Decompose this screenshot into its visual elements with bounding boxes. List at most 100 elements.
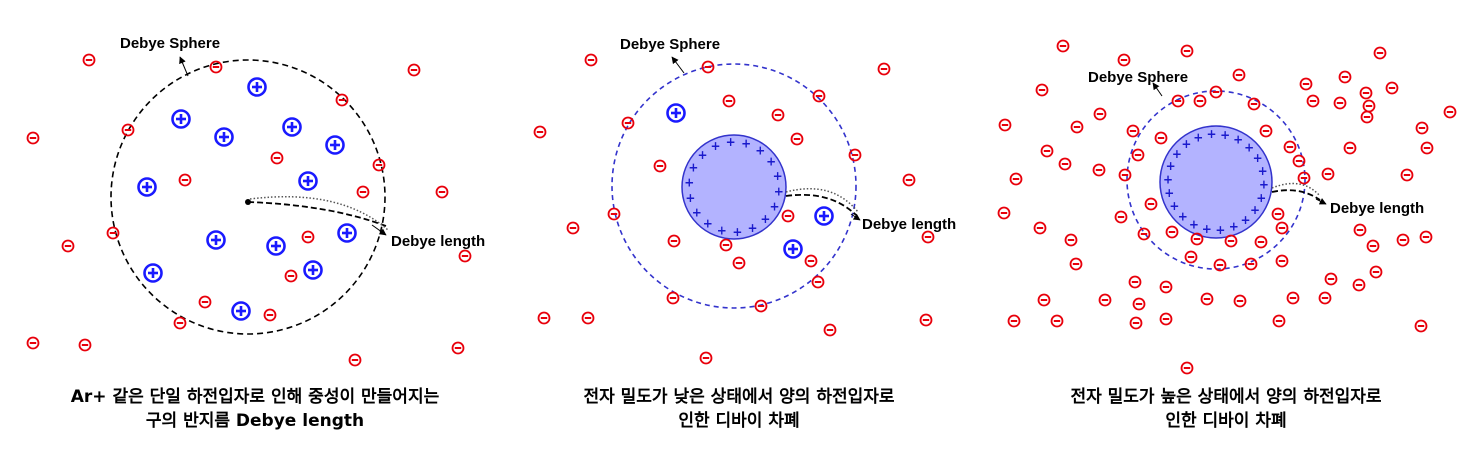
- length-label-arrow: [1315, 198, 1327, 205]
- electron-icon: [1117, 53, 1131, 67]
- electron-icon: [1064, 233, 1078, 247]
- debye-sphere-label: Debye Sphere: [120, 35, 220, 52]
- plus-charge-icon: +: [741, 137, 751, 151]
- electron-icon: [1286, 291, 1300, 305]
- plus-charge-icon: +: [726, 135, 736, 149]
- plus-charge-icon: +: [717, 223, 727, 237]
- electron-icon: [1324, 272, 1338, 286]
- electron-icon: [1275, 254, 1289, 268]
- electron-icon: [919, 313, 933, 327]
- plus-charge-icon: +: [1163, 173, 1173, 187]
- positive-ion-icon: [783, 239, 803, 259]
- positive-ion-icon: [143, 263, 163, 283]
- panel-2: Debye Sphere ++++++++++++++++++ Debye le…: [533, 36, 956, 365]
- debye-radius-dotted: [785, 188, 859, 213]
- electron-icon: [1414, 319, 1428, 333]
- sphere-label-arrow: [671, 56, 685, 74]
- electron-icon: [719, 238, 733, 252]
- debye-length-label: Debye length: [1330, 200, 1424, 217]
- plus-charge-icon: +: [1258, 164, 1268, 178]
- plus-charge-icon: +: [1259, 177, 1269, 191]
- electron-icon: [823, 323, 837, 337]
- plus-charge-icon: +: [685, 191, 695, 205]
- debye-length-label: Debye length: [391, 233, 485, 250]
- debye-sphere-label: Debye Sphere: [620, 36, 720, 53]
- electron-icon: [811, 275, 825, 289]
- electron-icon: [1297, 171, 1311, 185]
- electron-icon: [804, 254, 818, 268]
- electron-icon: [1247, 97, 1261, 111]
- plus-charge-icon: +: [1164, 186, 1174, 200]
- panel-3: Debye Sphere ++++++++++++++++++++++ Deby…: [997, 39, 1457, 375]
- caption-line-1: Ar+ 같은 단일 하전입자로 인해 중성이 만들어지는: [70, 387, 440, 407]
- electron-icon: [1333, 96, 1347, 110]
- electron-icon: [270, 151, 284, 165]
- electron-icon: [1359, 86, 1373, 100]
- electron-icon: [284, 269, 298, 283]
- electron-icon: [1037, 293, 1051, 307]
- electron-icon: [1128, 275, 1142, 289]
- debye-radius-dashed: [247, 201, 387, 227]
- electron-icon: [1369, 265, 1383, 279]
- electron-icon: [1058, 157, 1072, 171]
- positive-ion-icon: [137, 177, 157, 197]
- plus-charge-icon: +: [1250, 203, 1260, 217]
- electron-icon: [537, 311, 551, 325]
- electron-icon: [1343, 141, 1357, 155]
- length-label-arrow: [371, 224, 387, 236]
- electron-icon: [771, 108, 785, 122]
- positive-ion-icon: [171, 109, 191, 129]
- electron-icon: [1272, 314, 1286, 328]
- plus-charge-icon: +: [1189, 218, 1199, 232]
- electron-icon: [1419, 230, 1433, 244]
- electron-icon: [581, 311, 595, 325]
- electron-icon: [1190, 232, 1204, 246]
- positive-ion-icon: [214, 127, 234, 147]
- length-label-arrow: [850, 213, 861, 221]
- electron-icon: [1353, 223, 1367, 237]
- electron-icon: [78, 338, 92, 352]
- electron-icon: [1184, 250, 1198, 264]
- electron-icon: [722, 94, 736, 108]
- electron-icon: [848, 148, 862, 162]
- electron-icon: [1373, 46, 1387, 60]
- positive-ion-icon: [337, 223, 357, 243]
- caption-panel-3: 전자 밀도가 높은 상태에서 양의 하전입자로 인한 디바이 차폐: [996, 385, 1456, 433]
- electron-icon: [921, 230, 935, 244]
- electron-icon: [1129, 316, 1143, 330]
- electron-icon: [1126, 124, 1140, 138]
- plus-charge-icon: +: [774, 184, 784, 198]
- plus-charge-icon: +: [732, 225, 742, 239]
- electron-icon: [812, 89, 826, 103]
- electron-icon: [178, 173, 192, 187]
- positive-ion-icon: [298, 171, 318, 191]
- electron-icon: [1180, 44, 1194, 58]
- electron-icon: [26, 336, 40, 350]
- plus-charge-icon: +: [766, 155, 776, 169]
- plus-charge-icon: +: [755, 143, 765, 157]
- plus-charge-icon: +: [1172, 147, 1182, 161]
- plus-charge-icon: +: [710, 139, 720, 153]
- electron-icon: [82, 53, 96, 67]
- electron-icon: [1318, 291, 1332, 305]
- electron-icon: [1244, 257, 1258, 271]
- electron-icon: [666, 291, 680, 305]
- electron-icon: [173, 316, 187, 330]
- plus-charge-icon: +: [773, 169, 783, 183]
- electron-icon: [1396, 233, 1410, 247]
- panel-1-particles: [26, 53, 472, 367]
- electron-icon: [1233, 294, 1247, 308]
- electron-icon: [1154, 131, 1168, 145]
- electron-icon: [1362, 99, 1376, 113]
- electron-icon: [877, 62, 891, 76]
- electron-icon: [301, 230, 315, 244]
- plus-charge-icon: +: [698, 148, 708, 162]
- electron-icon: [1070, 120, 1084, 134]
- electron-icon: [1035, 83, 1049, 97]
- positive-ion-icon: [266, 236, 286, 256]
- positive-ion-icon: [206, 230, 226, 250]
- electron-icon: [533, 125, 547, 139]
- positive-ion-icon: [282, 117, 302, 137]
- electron-icon: [1093, 107, 1107, 121]
